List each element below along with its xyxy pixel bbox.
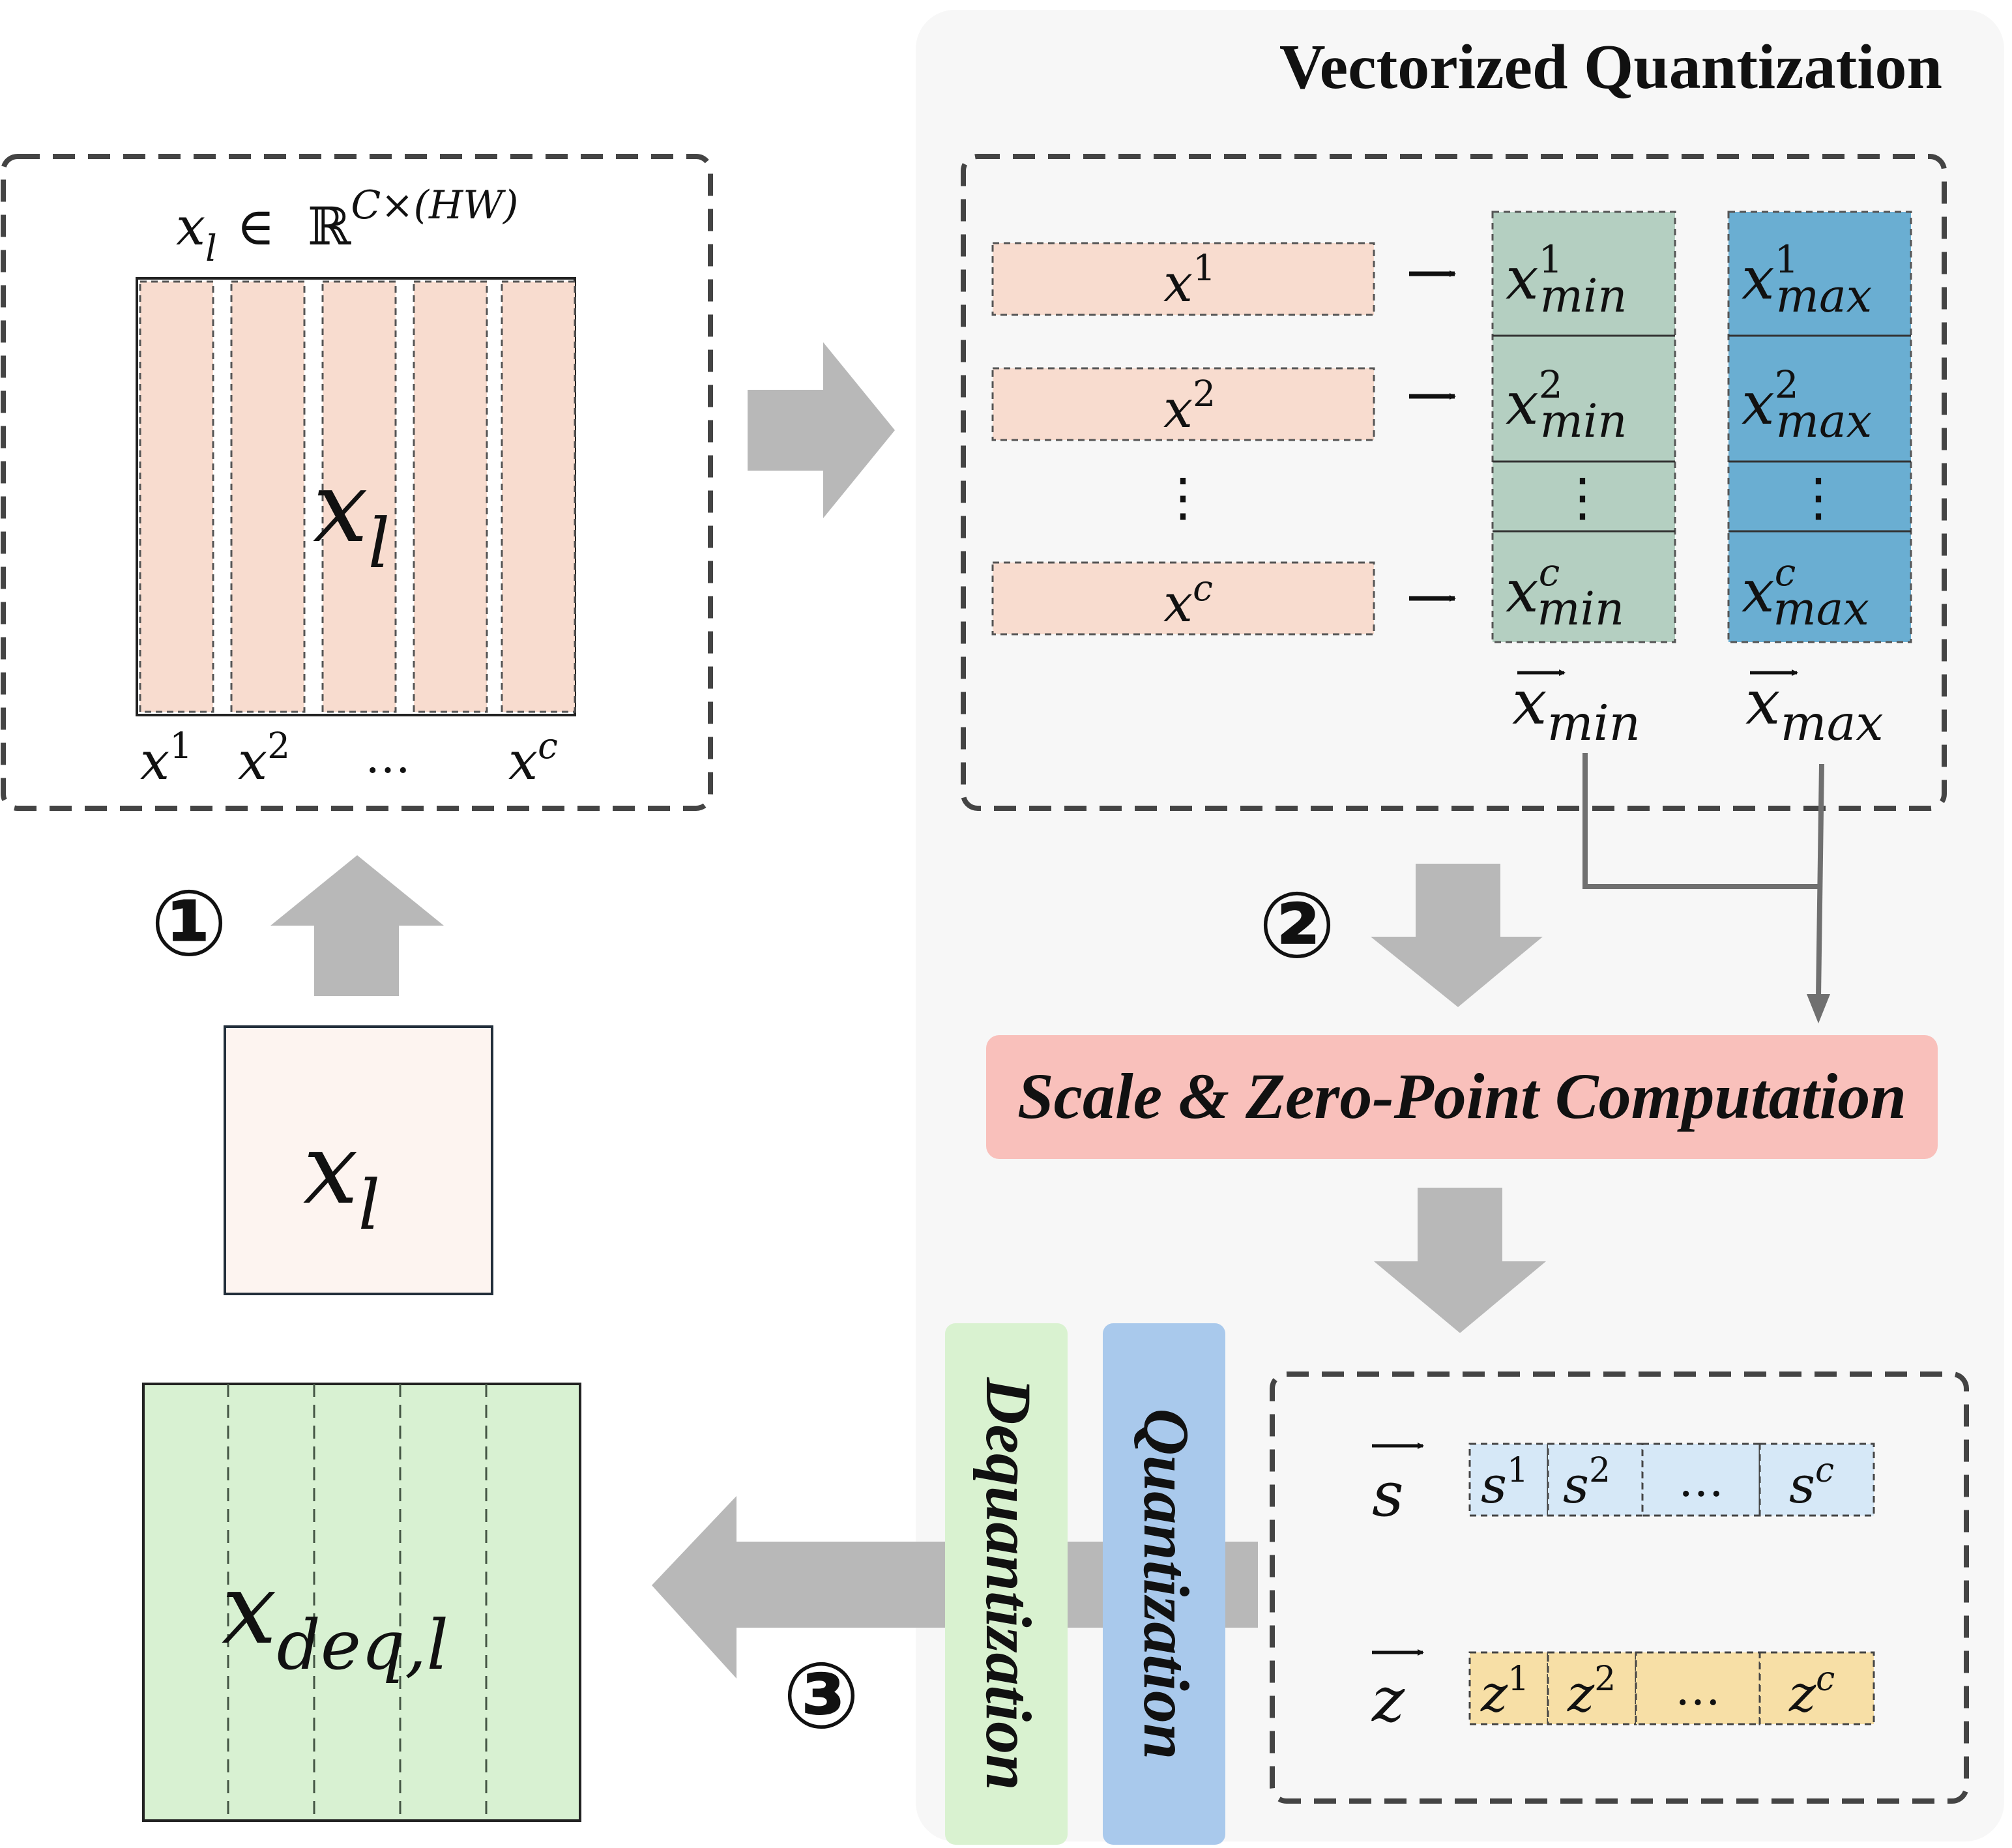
arrow-right-to-panel	[748, 342, 895, 518]
arrow-down-scale	[1374, 1188, 1546, 1333]
matrix-symbol: xl	[313, 451, 390, 583]
zp-cell-ellipsis-label: …	[1675, 1662, 1721, 1716]
channel-row-2-label: x2	[1163, 373, 1216, 439]
zp-cell-1	[1468, 1651, 1549, 1725]
minmax-connector	[1582, 753, 1822, 889]
quantization-label: Quantization	[1130, 1408, 1203, 1759]
channel-row-c	[991, 561, 1375, 636]
zp-cell-c	[1758, 1651, 1875, 1725]
channel-label-1: x1	[140, 725, 192, 791]
zp-vector-label: z	[1371, 1664, 1405, 1736]
channel-label-2: x2	[238, 725, 290, 791]
channel-column-1	[139, 280, 214, 713]
scale-zp-vector-box	[1270, 1371, 1969, 1804]
channel-column-3	[321, 280, 397, 713]
scale-cell-c	[1758, 1443, 1875, 1517]
zp-cell-c-label: zc	[1788, 1660, 1835, 1723]
channel-row-2	[991, 367, 1375, 441]
set-notation: xl∈ℝC×(HW)	[176, 183, 518, 269]
max-column	[1727, 211, 1912, 643]
channel-row-1-label: x1	[1163, 247, 1216, 314]
channel-label-c: xc	[508, 725, 558, 791]
output-symbol: xdeq,l	[222, 1553, 448, 1685]
zp-cell-1-label: z1	[1480, 1660, 1529, 1723]
min-cell-ellipsis: ⋮	[1556, 467, 1609, 527]
max-vector-label: xmax	[1745, 667, 1884, 752]
dequantization-bar	[945, 1323, 1068, 1845]
channel-row-c-label: xc	[1163, 567, 1213, 634]
max-connector	[1816, 763, 1824, 998]
step-2-marker: ②	[1259, 873, 1336, 979]
zp-cell-2	[1547, 1651, 1637, 1725]
channel-label-ellipsis: …	[365, 730, 411, 784]
scale-vector-label: s	[1372, 1459, 1404, 1531]
max-cell-ellipsis: ⋮	[1792, 467, 1844, 527]
scale-cell-c-label: sc	[1789, 1451, 1834, 1515]
arrow-down-step2	[1371, 864, 1543, 1007]
step-3-marker: ③	[783, 1643, 860, 1750]
step-1-marker: ①	[151, 871, 228, 977]
scale-cell-ellipsis	[1641, 1443, 1761, 1517]
channel-row-ellipsis: ⋮	[1157, 467, 1209, 527]
minmax-box	[961, 154, 1947, 811]
scale-cell-2-label: s2	[1563, 1451, 1611, 1515]
quantization-bar	[1103, 1323, 1225, 1845]
arrow-up-step1	[270, 855, 444, 996]
scale-cell-1-label: s1	[1481, 1451, 1528, 1515]
min-column	[1491, 211, 1676, 643]
channel-column-5	[501, 280, 576, 713]
channel-column-2	[230, 280, 306, 713]
dequantization-label: Dequantization	[972, 1377, 1045, 1791]
scale-zero-point-box	[986, 1035, 1938, 1159]
source-symbol: xl	[303, 1113, 380, 1245]
channel-row-1	[991, 242, 1375, 316]
source-tensor	[224, 1025, 493, 1295]
output-tensor	[142, 1383, 581, 1822]
connector-arrowhead	[1807, 994, 1830, 1023]
input-tensor-box	[1, 154, 713, 811]
scale-cell-1	[1468, 1443, 1549, 1517]
channel-column-4	[413, 280, 488, 713]
zp-cell-ellipsis	[1635, 1651, 1761, 1725]
scale-zero-point-label: Scale & Zero-Point Computation	[1017, 1060, 1906, 1132]
panel-title: Vectorized Quantization	[1279, 32, 1942, 102]
scale-cell-ellipsis-label: …	[1678, 1454, 1724, 1507]
scale-cell-2	[1547, 1443, 1644, 1517]
zp-cell-2-label: z2	[1567, 1660, 1616, 1723]
min-vector-label: xmin	[1512, 667, 1640, 752]
